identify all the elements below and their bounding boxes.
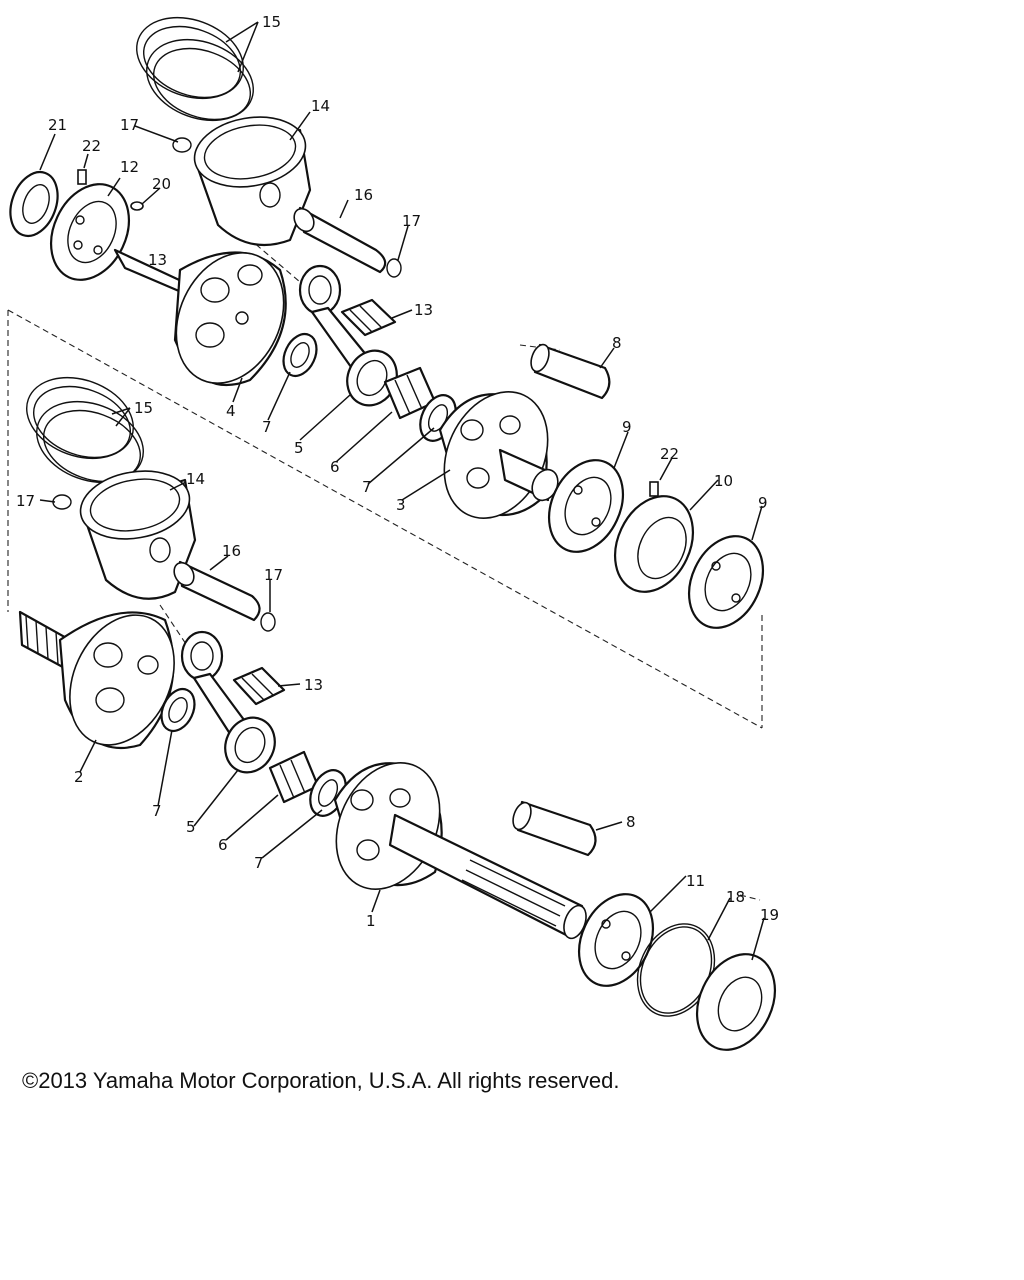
callout-17-upper-right: 17 xyxy=(402,212,421,230)
circlip-17-upper-right xyxy=(386,258,402,278)
dowel-pin-22-lower xyxy=(649,481,659,497)
callout-15-upper: 15 xyxy=(262,13,281,31)
connecting-rod-5-lower xyxy=(180,630,276,774)
callout-5-upper: 5 xyxy=(294,439,304,457)
circlip-17-lower-left xyxy=(52,494,72,510)
callout-6-lower: 6 xyxy=(218,836,228,854)
piston-rings-upper xyxy=(136,16,254,122)
callout-16-upper: 16 xyxy=(354,186,373,204)
crankshaft-2 xyxy=(18,610,175,750)
circlip-17-upper-left xyxy=(172,137,192,153)
callout-18: 18 xyxy=(726,888,745,906)
callout-9-upper-right: 9 xyxy=(758,494,768,512)
callout-14-upper: 14 xyxy=(311,97,330,115)
callout-8-lower: 8 xyxy=(626,813,636,831)
bearing-9-left xyxy=(548,459,624,553)
needle-bearing-6-lower xyxy=(268,750,320,804)
needle-bearing-13-lower xyxy=(232,666,286,706)
oil-seal-19 xyxy=(696,953,776,1051)
callout-17-lower-left: 17 xyxy=(16,492,35,510)
callout-14-lower: 14 xyxy=(186,470,205,488)
crankshaft-3 xyxy=(438,391,559,519)
callout-3: 3 xyxy=(396,496,406,514)
thrust-washer-7-upper-left xyxy=(282,332,318,378)
callouts: 15 14 17 21 22 12 20 16 17 13 13 8 4 7 5… xyxy=(16,13,779,930)
bearing-11 xyxy=(578,893,654,987)
callout-22-upper: 22 xyxy=(82,137,101,155)
crankshaft-1 xyxy=(333,762,587,940)
callout-13-upper: 13 xyxy=(414,301,433,319)
callout-13-upper-left: 13 xyxy=(148,251,167,269)
circlip-17-lower-right xyxy=(260,612,276,632)
callout-4: 4 xyxy=(226,402,236,420)
piston-pin-lower xyxy=(173,560,261,622)
callout-17-upper-left: 17 xyxy=(120,116,139,134)
piston-upper xyxy=(193,116,312,247)
callout-10: 10 xyxy=(714,472,733,490)
piston-lower xyxy=(79,470,197,600)
callout-12: 12 xyxy=(120,158,139,176)
callout-2: 2 xyxy=(74,768,84,786)
callout-17-lower-right: 17 xyxy=(264,566,283,584)
bearing-9-right xyxy=(688,535,764,629)
woodruff-key-20 xyxy=(130,201,144,211)
callout-5-lower: 5 xyxy=(186,818,196,836)
callout-16-lower: 16 xyxy=(222,542,241,560)
needle-bearing-13-upper xyxy=(340,298,397,337)
callout-7-upper-left: 7 xyxy=(262,418,272,436)
callout-11: 11 xyxy=(686,872,705,890)
piston-pin-upper xyxy=(293,206,387,274)
bearing-12 xyxy=(50,183,130,281)
connecting-rod-5-upper xyxy=(298,264,398,407)
callout-21: 21 xyxy=(48,116,67,134)
callout-6-upper: 6 xyxy=(330,458,340,476)
callout-7-lower-left: 7 xyxy=(152,802,162,820)
callout-7-upper-right: 7 xyxy=(362,478,372,496)
exploded-parts-diagram: 15 14 17 21 22 12 20 16 17 13 13 8 4 7 5… xyxy=(7,13,779,1051)
piston-rings-lower xyxy=(26,376,144,484)
oil-seal-21 xyxy=(9,170,59,238)
crank-pin-8-lower xyxy=(512,800,597,857)
callout-1: 1 xyxy=(366,912,376,930)
dowel-pin-22-upper xyxy=(77,169,87,185)
callout-15-lower: 15 xyxy=(134,399,153,417)
callout-9-upper-left: 9 xyxy=(622,418,632,436)
crankshaft-4-upper xyxy=(113,248,287,387)
leader-lines xyxy=(39,21,765,961)
callout-20: 20 xyxy=(152,175,171,193)
callout-13-lower: 13 xyxy=(304,676,323,694)
copyright-notice: ©2013 Yamaha Motor Corporation, U.S.A. A… xyxy=(22,1068,620,1093)
callout-8-upper: 8 xyxy=(612,334,622,352)
callout-22-lower: 22 xyxy=(660,445,679,463)
thrust-washer-7-lower-left xyxy=(160,687,196,733)
callout-19: 19 xyxy=(760,906,779,924)
crank-pin-8-upper xyxy=(530,343,611,400)
callout-7-lower-right: 7 xyxy=(254,854,264,872)
seal-10 xyxy=(614,495,694,593)
